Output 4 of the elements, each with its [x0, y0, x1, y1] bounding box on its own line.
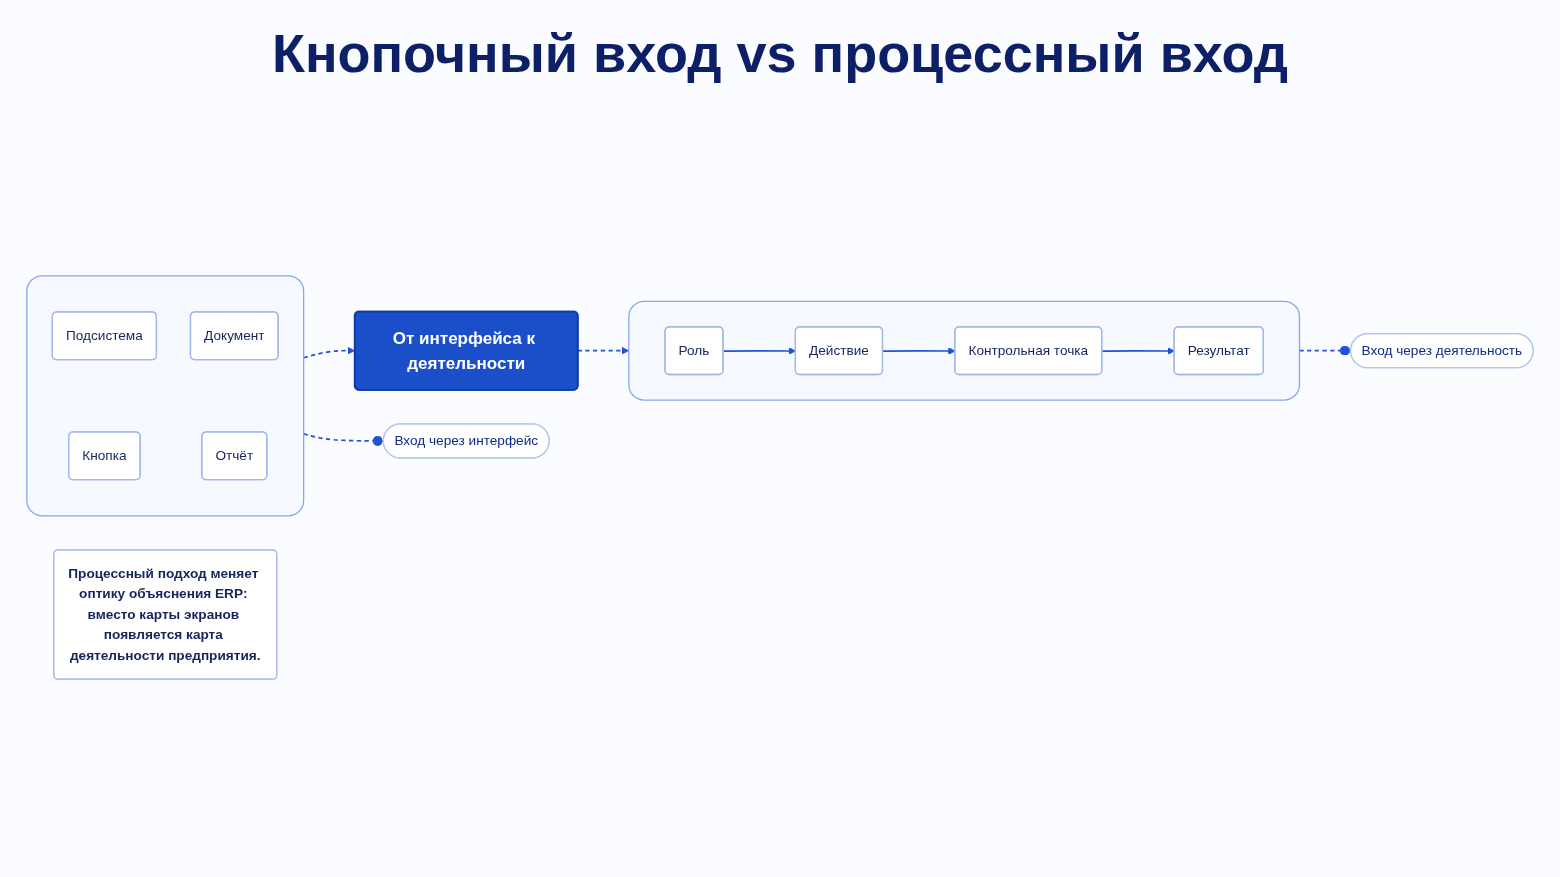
diagram-title: Кнопочный вход vs процессный вход [271, 22, 1289, 84]
cluster [628, 300, 1301, 401]
cluster [26, 275, 305, 517]
arrow [1101, 347, 1175, 355]
